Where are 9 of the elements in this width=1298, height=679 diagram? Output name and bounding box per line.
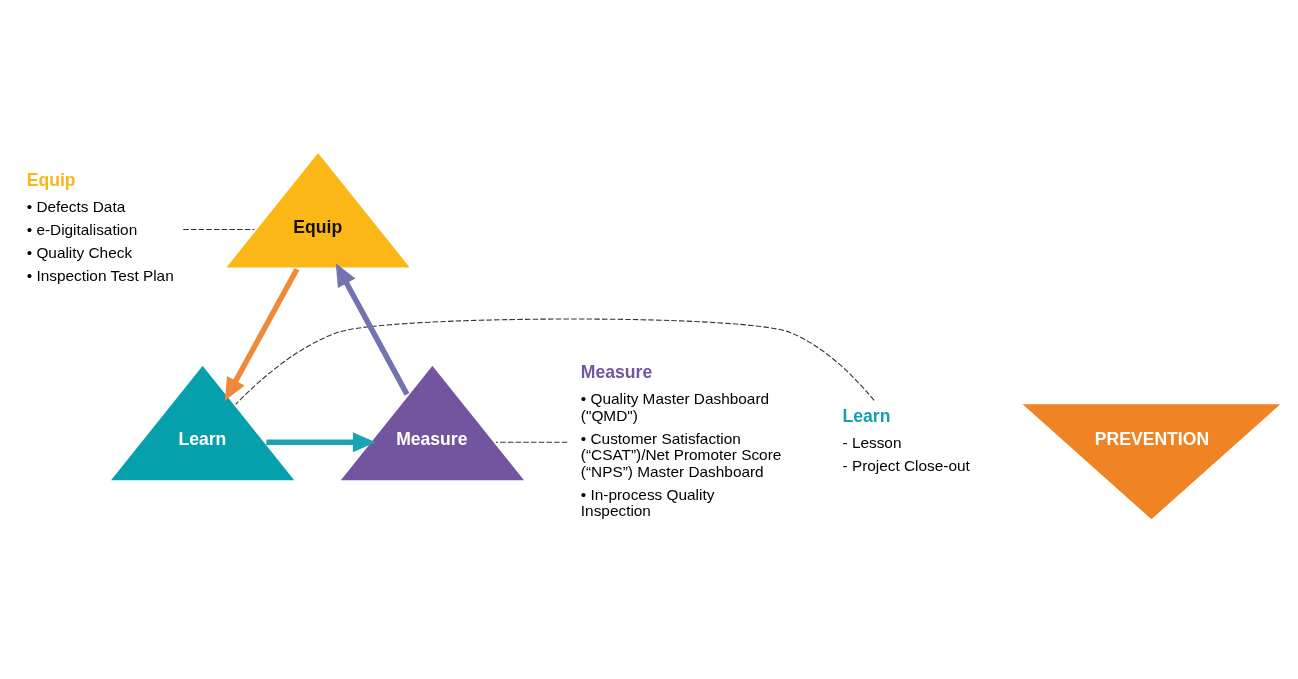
node-text: Measure • Quality Master Dashboard ("QMD") • Customer Satisfaction (“CSAT”)/Net Promoter Score (“NPS”) Master Dashboard • In-process Quality Inspection <box>580 362 782 520</box>
node-text: Learn - Lesson - Project Close-out <box>842 406 970 475</box>
connector <box>182 229 255 231</box>
arrow <box>266 432 376 453</box>
connector <box>495 441 568 443</box>
connector <box>235 318 875 405</box>
arrow <box>224 267 300 401</box>
node-text: Equip • Defects Data • e-Digitalisation • Quality Check • Inspection Test Plan <box>26 170 174 285</box>
arrow <box>335 263 410 396</box>
